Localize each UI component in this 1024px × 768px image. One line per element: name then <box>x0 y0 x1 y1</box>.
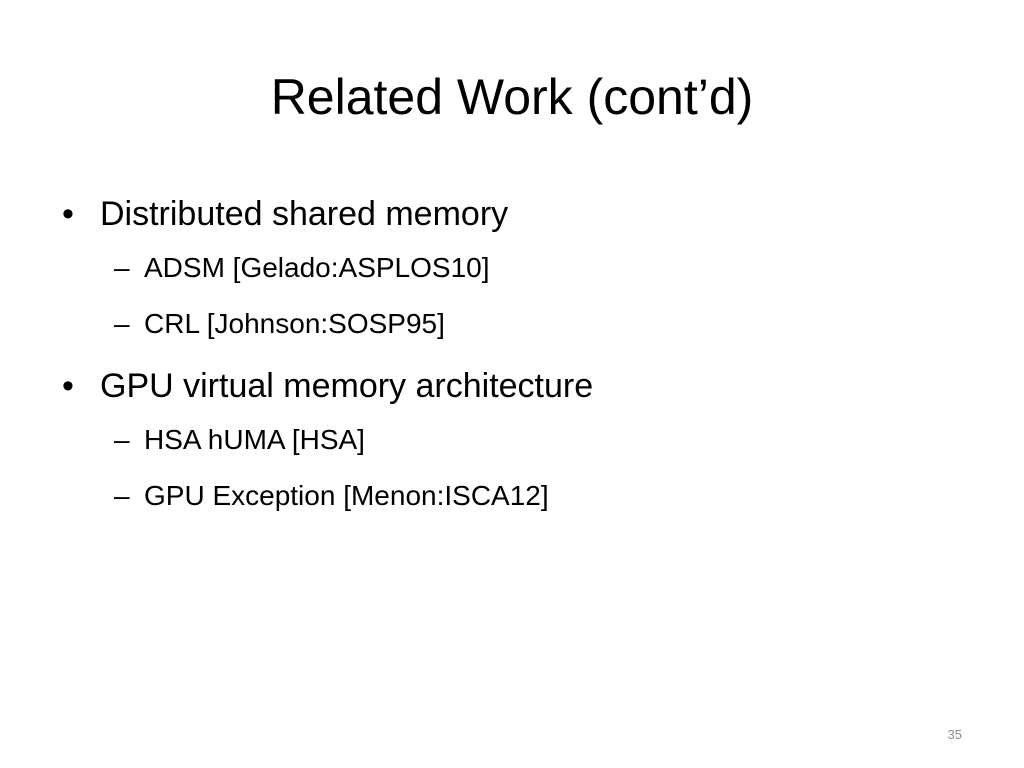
dash-marker: – <box>114 308 130 339</box>
bullet-marker: • <box>62 195 74 233</box>
sub-bullet-item: – ADSM [Gelado:ASPLOS10] <box>62 240 962 296</box>
sub-bullet-text: ADSM [Gelado:ASPLOS10] <box>144 252 490 283</box>
slide-title: Related Work (cont’d) <box>270 69 754 125</box>
bullet-item: • Distributed shared memory <box>62 188 962 240</box>
sub-bullet-item: – CRL [Johnson:SOSP95] <box>62 296 962 352</box>
bullet-text: Distributed shared memory <box>100 195 509 233</box>
bullet-marker: • <box>62 367 74 405</box>
sub-bullet-item: – GPU Exception [Menon:ISCA12] <box>62 468 962 524</box>
page-number: 35 <box>947 727 962 742</box>
dash-marker: – <box>114 480 130 511</box>
sub-bullet-item: – HSA hUMA [HSA] <box>62 412 962 468</box>
sub-bullet-text: HSA hUMA [HSA] <box>144 424 365 455</box>
bullet-text: GPU virtual memory architecture <box>100 367 594 405</box>
sub-bullet-text: CRL [Johnson:SOSP95] <box>144 308 445 339</box>
bullet-item: • GPU virtual memory architecture <box>62 360 962 412</box>
dash-marker: – <box>114 252 130 283</box>
slide-content: • Distributed shared memory – ADSM [Gela… <box>62 188 962 524</box>
spacer <box>62 352 962 360</box>
dash-marker: – <box>114 424 130 455</box>
sub-bullet-text: GPU Exception [Menon:ISCA12] <box>144 480 549 511</box>
